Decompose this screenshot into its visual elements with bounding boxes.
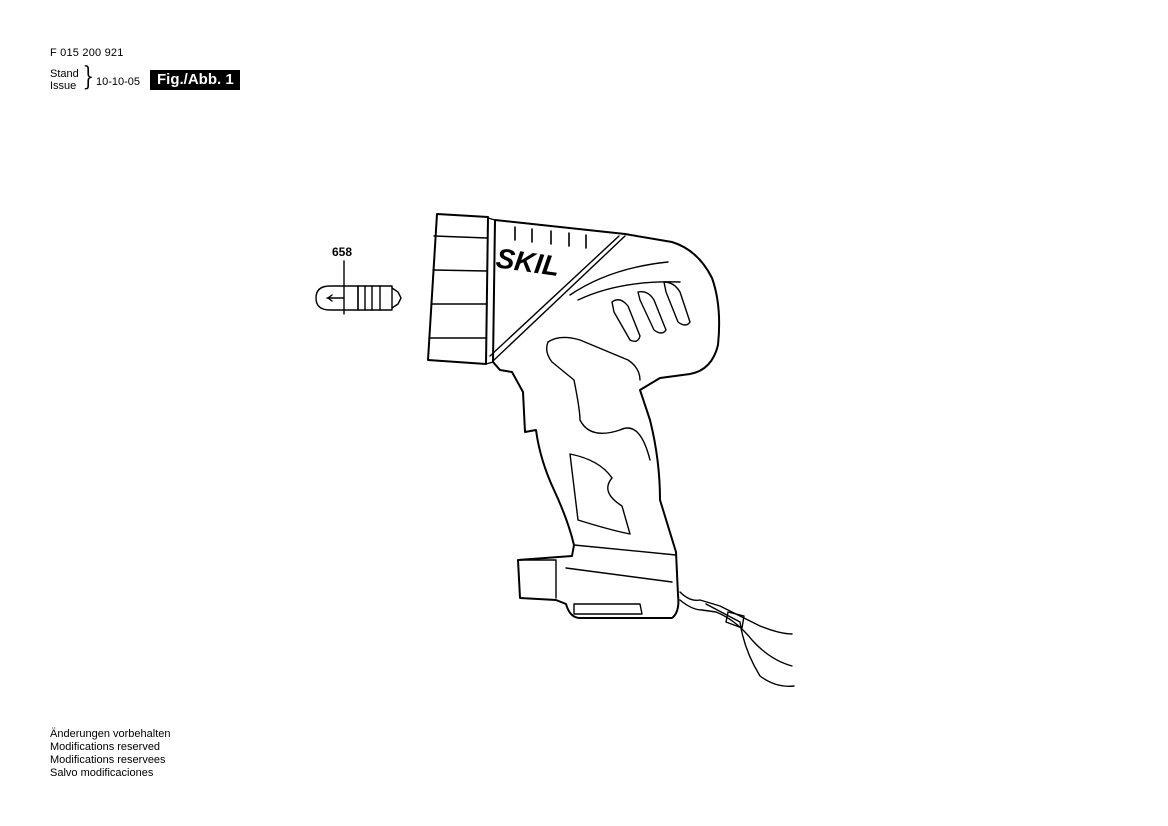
bulb-658 <box>315 285 402 311</box>
flashlight-head <box>427 213 496 365</box>
issue-date: 10-10-05 <box>96 76 141 88</box>
note-fr: Modifications reservees <box>50 754 166 766</box>
part-number: F 015 200 921 <box>50 47 124 59</box>
note-de: Änderungen vorbehalten <box>50 728 171 740</box>
brace-icon: } <box>82 62 95 92</box>
footer-notes: Änderungen vorbehalten Modifications res… <box>50 728 170 780</box>
stand-label: Stand <box>50 68 79 80</box>
stand-issue-labels: Stand Issue <box>50 68 79 92</box>
power-cord <box>679 591 795 687</box>
issue-label: Issue <box>50 80 77 92</box>
figure-label: Fig./Abb. 1 <box>150 70 240 90</box>
note-en: Modifications reserved <box>50 741 161 753</box>
brand-logo: SKIL <box>494 242 561 282</box>
flashlight-body <box>489 219 721 619</box>
note-es: Salvo modificaciones <box>50 767 154 779</box>
callout-658-label: 658 <box>332 245 353 259</box>
